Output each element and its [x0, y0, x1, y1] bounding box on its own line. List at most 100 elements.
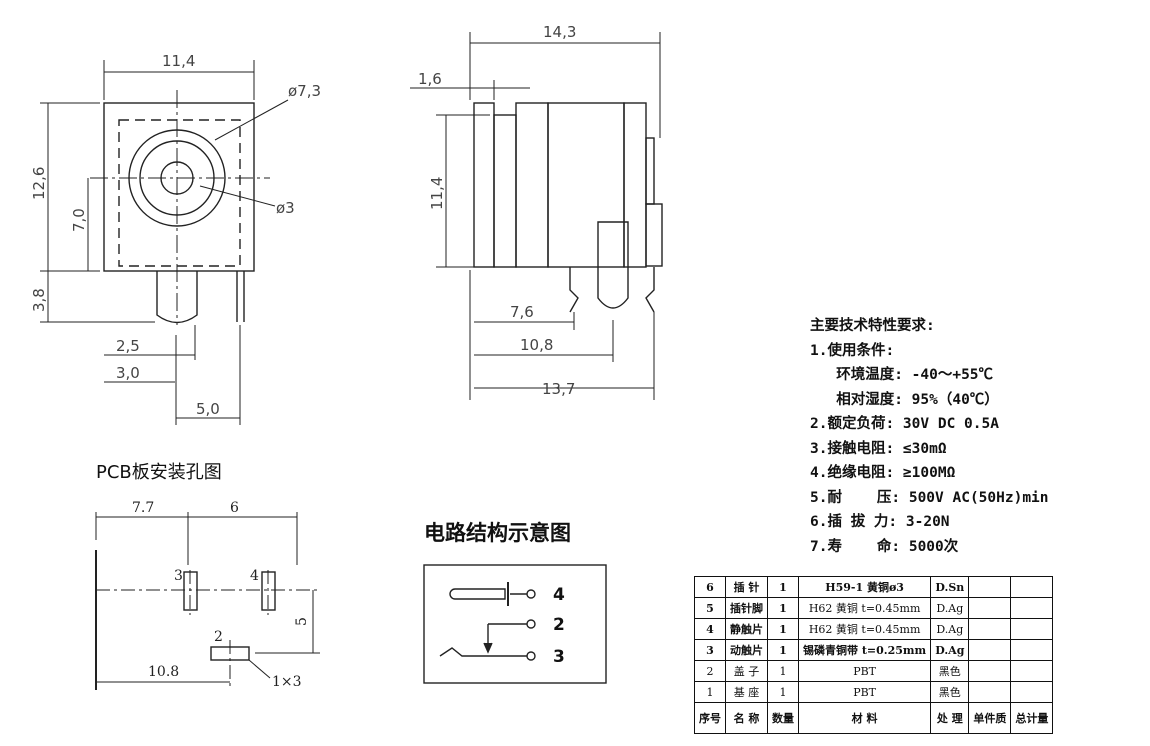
- dim-side-10-8: 10,8: [520, 336, 553, 354]
- spec-line: 4.绝缘电阻: ≥100MΩ: [810, 465, 956, 481]
- bom-header-cell: 数量: [767, 702, 799, 734]
- dim-pin-5-0: 5,0: [196, 400, 220, 418]
- bom-table: 6 插 针 1 H59-1 黄铜ø3 D.Sn 5 插针脚 1 H62 黄铜 t…: [694, 576, 1054, 734]
- bom-header-cell: 序号: [694, 702, 726, 734]
- bom-cell: 6: [694, 576, 726, 598]
- bom-cell: [1010, 576, 1054, 598]
- pcb-hole-4-label: 4: [250, 568, 259, 584]
- bom-cell: 1: [767, 576, 799, 598]
- pcb-hole-2-label: 2: [214, 629, 223, 645]
- bom-cell: 1: [767, 660, 799, 682]
- bom-cell: [968, 597, 1012, 619]
- pcb-dim-1x3: 1×3: [272, 674, 302, 690]
- spec-line: 3.接触电阻: ≤30mΩ: [810, 440, 947, 457]
- bom-cell: [968, 660, 1012, 682]
- bom-cell: [1010, 660, 1054, 682]
- bom-cell: [1010, 597, 1054, 619]
- spec-line: 相对湿度: 95%（40℃）: [810, 391, 999, 408]
- circuit-diagram: [423, 564, 607, 684]
- bom-cell: 4: [694, 618, 726, 640]
- bom-cell: [1010, 639, 1054, 661]
- bom-cell: 锡磷青铜带 t=0.25mm: [797, 639, 932, 661]
- bom-cell: 1: [767, 681, 799, 703]
- table-header-row: 序号 名 称 数量 材 料 处 理 单件质 总计量: [694, 702, 1054, 734]
- spec-line: 1.使用条件:: [810, 342, 895, 359]
- bom-cell: 盖 子: [725, 660, 768, 682]
- pcb-title: PCB板安装孔图: [96, 462, 222, 483]
- circuit-title: 电路结构示意图: [424, 521, 571, 545]
- dim-outer-diameter: ø7,3: [288, 82, 321, 100]
- table-row: 6 插 针 1 H59-1 黄铜ø3 D.Sn: [694, 576, 1054, 598]
- bom-cell: 黑色: [930, 660, 970, 682]
- table-row: 3 动触片 1 锡磷青铜带 t=0.25mm D.Ag: [694, 639, 1054, 661]
- spec-line: 7.寿 命: 5000次: [810, 538, 959, 555]
- dim-side-13-7: 13,7: [542, 380, 575, 398]
- dim-side-height: 11,4: [428, 177, 446, 210]
- dim-side-length: 14,3: [543, 23, 576, 41]
- bom-cell: [1010, 618, 1054, 640]
- bom-cell: [968, 681, 1012, 703]
- bom-cell: 1: [767, 618, 799, 640]
- dim-front-height: 12,6: [30, 167, 48, 200]
- bom-cell: [968, 618, 1012, 640]
- spec-line: 5.耐 压: 500V AC(50Hz)min: [810, 489, 1049, 506]
- bom-cell: PBT: [797, 660, 932, 682]
- bom-header-cell: 总计量: [1010, 702, 1054, 734]
- spec-block: 主要技术特性要求: 1.使用条件: 环境温度: -40～+55℃ 相对湿度: 9…: [810, 314, 1140, 559]
- bom-cell: H62 黄铜 t=0.45mm: [797, 618, 932, 640]
- bom-cell: 2: [694, 660, 726, 682]
- table-row: 2 盖 子 1 PBT 黑色: [694, 660, 1054, 682]
- bom-cell: 1: [767, 597, 799, 619]
- front-view: [40, 60, 289, 425]
- bom-cell: 3: [694, 639, 726, 661]
- dim-front-width: 11,4: [162, 52, 195, 70]
- pcb-dim-5: 5: [294, 617, 310, 626]
- spec-title: 主要技术特性要求:: [810, 318, 935, 334]
- bom-cell: D.Sn: [930, 576, 970, 598]
- dim-pin-2-5: 2,5: [116, 337, 140, 355]
- table-row: 1 基 座 1 PBT 黑色: [694, 681, 1054, 703]
- pcb-hole-layout: [95, 512, 320, 690]
- dim-side-7-6: 7,6: [510, 303, 534, 321]
- table-row: 4 静触片 1 H62 黄铜 t=0.45mm D.Ag: [694, 618, 1054, 640]
- pcb-hole-3-label: 3: [174, 568, 183, 584]
- bom-cell: H62 黄铜 t=0.45mm: [797, 597, 932, 619]
- pcb-dim-10-8: 10.8: [148, 664, 179, 680]
- spec-line: 2.额定负荷: 30V DC 0.5A: [810, 416, 999, 432]
- bom-cell: [968, 639, 1012, 661]
- bom-cell: H59-1 黄铜ø3: [797, 576, 932, 598]
- bom-cell: 动触片: [725, 639, 768, 661]
- bom-cell: D.Ag: [930, 597, 970, 619]
- spec-line: 环境温度: -40～+55℃: [810, 367, 994, 383]
- bom-cell: D.Ag: [930, 618, 970, 640]
- circuit-pin-4: 4: [553, 585, 565, 605]
- bom-header-cell: 名 称: [725, 702, 768, 734]
- bom-cell: [968, 576, 1012, 598]
- bom-cell: D.Ag: [930, 639, 970, 661]
- bom-cell: 基 座: [725, 681, 768, 703]
- bom-cell: PBT: [797, 681, 932, 703]
- bom-header-cell: 处 理: [930, 702, 970, 734]
- bom-cell: 1: [694, 681, 726, 703]
- dim-inner-diameter: ø3: [276, 199, 295, 217]
- bom-cell: 插针脚: [725, 597, 768, 619]
- spec-line: 6.插 拔 力: 3-20N: [810, 514, 950, 530]
- table-row: 5 插针脚 1 H62 黄铜 t=0.45mm D.Ag: [694, 597, 1054, 619]
- pcb-dim-6: 6: [230, 500, 239, 516]
- dim-front-center: 7,0: [70, 208, 88, 232]
- bom-header-cell: 材 料: [797, 702, 932, 734]
- bom-cell: [1010, 681, 1054, 703]
- bom-cell: 5: [694, 597, 726, 619]
- bom-cell: 插 针: [725, 576, 768, 598]
- side-view: [410, 32, 663, 400]
- dim-pin-3-0: 3,0: [116, 364, 140, 382]
- circuit-pin-2: 2: [553, 615, 565, 635]
- pcb-dim-7-7: 7.7: [132, 500, 154, 516]
- bom-cell: 黑色: [930, 681, 970, 703]
- dim-front-pin-length: 3,8: [30, 288, 48, 312]
- bom-header-cell: 单件质: [968, 702, 1012, 734]
- dim-side-flange: 1,6: [418, 70, 442, 88]
- bom-cell: 静触片: [725, 618, 768, 640]
- bom-cell: 1: [767, 639, 799, 661]
